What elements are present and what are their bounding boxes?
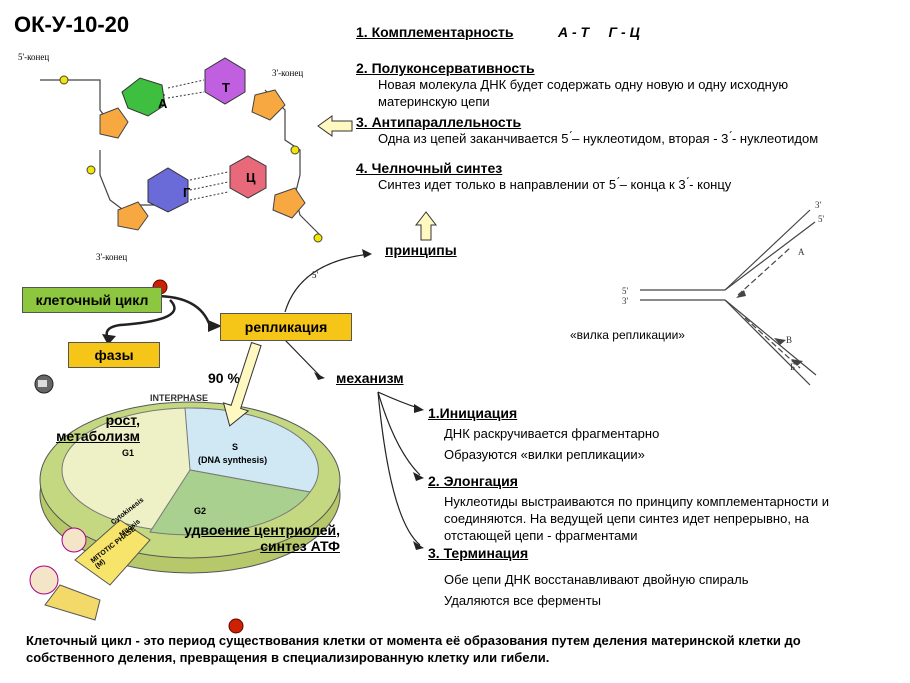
fork-label-3-left: 3' xyxy=(622,296,629,306)
mechanism-step-1: 1.Инициация ДНК раскручивается фрагмента… xyxy=(428,405,868,473)
mechanism-step-2-heading: 2. Элонгация xyxy=(428,473,518,489)
phosphate-4 xyxy=(313,233,323,243)
principle-2-heading: 2. Полуконсервативность xyxy=(356,60,535,76)
phases-box[interactable]: фазы xyxy=(68,342,160,368)
base-guanine xyxy=(147,167,189,213)
centriole-label: удвоение центриолей, синтез АТФ xyxy=(184,522,340,554)
mechanism-step-3-heading: 3. Терминация xyxy=(428,545,529,561)
mechanism-step-1-line-1: ДНК раскручивается фрагментарно xyxy=(444,426,660,441)
s-label: S xyxy=(232,442,239,452)
fork-label-3-top: 3' xyxy=(815,200,822,210)
dna-5-end-top: 5'-конец xyxy=(18,52,50,62)
sugar-3 xyxy=(251,89,286,121)
footer-definition: Клеточный цикл - это период существовани… xyxy=(26,633,801,665)
phosphate-1 xyxy=(59,75,69,85)
mechanism-step-1-heading: 1.Инициация xyxy=(428,405,518,421)
fork-label-v: В xyxy=(786,335,792,345)
dna-3-end-bottom: 3'-конец xyxy=(96,252,128,262)
sugar-1 xyxy=(99,107,129,139)
principle-4-text: Синтез идет только в направлении от 5 ́–… xyxy=(378,177,732,192)
principle-4: 4. Челночный синтез Синтез идет только в… xyxy=(356,160,896,193)
replication-box[interactable]: репликация xyxy=(220,313,352,341)
principle-2-text: Новая молекула ДНК будет содержать одну … xyxy=(378,77,789,109)
s-sub-label: (DNA synthesis) xyxy=(198,455,268,465)
g2-label: G2 xyxy=(194,506,207,516)
principles-section: 1. Комплементарность А - Т Г - Ц 2. Полу… xyxy=(356,24,896,193)
principle-4-heading: 4. Челночный синтез xyxy=(356,160,503,176)
dna-3-end-top: 3'-конец xyxy=(272,68,304,78)
sugar-2 xyxy=(117,201,149,231)
principle-1-pairs: А - Т Г - Ц xyxy=(558,24,640,40)
base-thymine xyxy=(204,57,246,105)
base-label-g: Г xyxy=(183,185,191,200)
mechanism-label: механизм xyxy=(336,370,404,386)
base-label-t: Т xyxy=(222,80,230,95)
mechanism-step-2: 2. Элонгация Нуклеотиды выстраиваются по… xyxy=(428,473,868,545)
fork-caption: «вилка репликации» xyxy=(570,328,685,342)
principle-3-heading: 3. Антипараллельность xyxy=(356,114,522,130)
hollow-arrow-left-icon xyxy=(317,115,353,137)
red-dot-marker-bottom xyxy=(228,618,244,634)
base-label-a: А xyxy=(158,96,168,111)
mechanism-step-3-line-1: Обе цепи ДНК восстанавливают двойную спи… xyxy=(444,572,749,587)
principles-label: принципы xyxy=(385,242,457,258)
base-cytosine xyxy=(229,155,267,199)
fork-label-5-top: 5' xyxy=(818,214,825,224)
hollow-arrow-up-icon xyxy=(414,211,438,241)
mechanism-section: 1.Инициация ДНК раскручивается фрагмента… xyxy=(428,405,868,609)
fork-label-5-left: 5' xyxy=(622,286,629,296)
interphase-label: INTERPHASE xyxy=(150,393,209,403)
principle-3: 3. Антипараллельность Одна из цепей зака… xyxy=(356,114,896,160)
principle-1: 1. Комплементарность А - Т Г - Ц xyxy=(356,24,896,60)
mechanism-step-2-line-1: Нуклеотиды выстраиваются по принципу ком… xyxy=(444,494,829,543)
sugar-4 xyxy=(272,187,306,219)
base-adenine xyxy=(121,77,166,117)
percent-label: 90 % xyxy=(208,370,240,386)
mechanism-step-1-line-2: Образуются «вилки репликации» xyxy=(444,447,645,462)
cell-cycle-box[interactable]: клеточный цикл xyxy=(22,287,162,313)
mechanism-step-3: 3. Терминация Обе цепи ДНК восстанавлива… xyxy=(428,545,868,609)
principle-2: 2. Полуконсервативность Новая молекула Д… xyxy=(356,60,896,114)
page-title: ОК-У-10-20 xyxy=(14,12,130,37)
growth-label: рост, метаболизм xyxy=(56,412,140,444)
dna-5-end-bottom: 5' xyxy=(312,270,319,280)
g1-label: G1 xyxy=(122,448,135,458)
fork-label-b: Б xyxy=(790,362,795,372)
mechanism-step-3-line-2: Удаляются все ферменты xyxy=(444,593,602,608)
base-label-c: Ц xyxy=(246,170,256,185)
principle-3-text: Одна из цепей заканчивается 5 ́– нуклеот… xyxy=(378,131,819,146)
phosphate-3 xyxy=(290,145,300,155)
fork-label-a: А xyxy=(798,247,805,257)
principle-1-heading: 1. Комплементарность xyxy=(356,24,514,40)
phosphate-2 xyxy=(86,165,96,175)
